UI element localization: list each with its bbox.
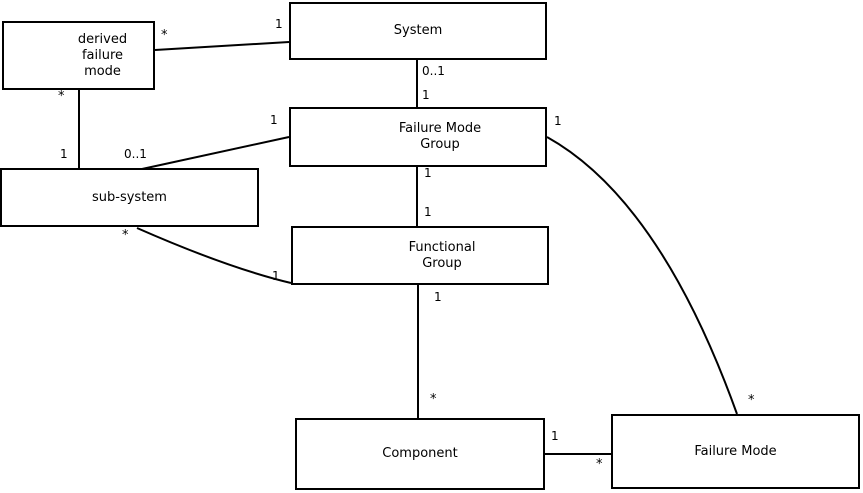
multiplicity-label-m-subsystem-fg-source: * <box>122 228 129 243</box>
multiplicity-label-m-subsystem-fmg-target: 1 <box>270 113 278 127</box>
class-name-failure-mode-group: Failure Mode Group <box>398 121 482 152</box>
multiplicity-label-m-system-fmg-target: 1 <box>422 88 430 102</box>
multiplicity-label-m-dfm-system-source: * <box>161 28 168 43</box>
class-name-failure-mode: Failure Mode <box>694 443 777 459</box>
multiplicity-label-m-fmg-fg-target: 1 <box>424 205 432 219</box>
multiplicity-label-m-fmg-fm-target: 1 <box>554 114 562 128</box>
multiplicity-label-m-component-fm-source: 1 <box>551 429 559 443</box>
multiplicity-label-m-fg-component-target: * <box>430 392 437 407</box>
multiplicity-label-m-dfm-subsystem-source: * <box>58 89 65 104</box>
class-box-derived-failure-mode[interactable]: derived failure mode <box>2 21 155 90</box>
multiplicity-label-m-fmg-fg-source: 1 <box>424 166 432 180</box>
class-box-component[interactable]: Component <box>295 418 545 490</box>
class-box-failure-mode-group[interactable]: Failure Mode Group <box>289 107 547 167</box>
multiplicity-label-m-fg-component-source: 1 <box>434 290 442 304</box>
multiplicity-label-m-component-fm-target: * <box>596 457 603 472</box>
multiplicity-label-m-subsystem-fmg-source: 0..1 <box>124 147 147 161</box>
class-box-failure-mode[interactable]: Failure Mode <box>611 414 860 489</box>
association-sub-system-to-functional-group <box>136 227 292 284</box>
association-derived-failure-mode-to-system <box>154 41 290 51</box>
class-name-functional-group: Functional Group <box>408 239 476 271</box>
class-box-system[interactable]: System <box>289 2 547 60</box>
multiplicity-label-m-fmg-fm-source: * <box>748 393 755 408</box>
association-sub-system-to-failure-mode-group <box>141 136 290 170</box>
class-name-system: System <box>393 23 443 38</box>
class-name-component: Component <box>382 446 458 461</box>
association-failure-mode-group-to-failure-mode <box>546 136 738 415</box>
associations-group <box>78 41 738 455</box>
multiplicity-label-m-subsystem-fg-target: 1 <box>272 269 280 283</box>
class-name-sub-system: sub-system <box>92 189 167 205</box>
class-box-functional-group[interactable]: Functional Group <box>291 226 549 285</box>
class-name-derived-failure-mode: derived failure mode <box>77 31 128 79</box>
class-box-sub-system[interactable]: sub-system <box>0 168 259 227</box>
multiplicity-label-m-dfm-system-target: 1 <box>275 17 283 31</box>
multiplicity-label-m-dfm-subsystem-target: 1 <box>60 147 68 161</box>
multiplicity-label-m-system-fmg-source: 0..1 <box>422 64 445 78</box>
